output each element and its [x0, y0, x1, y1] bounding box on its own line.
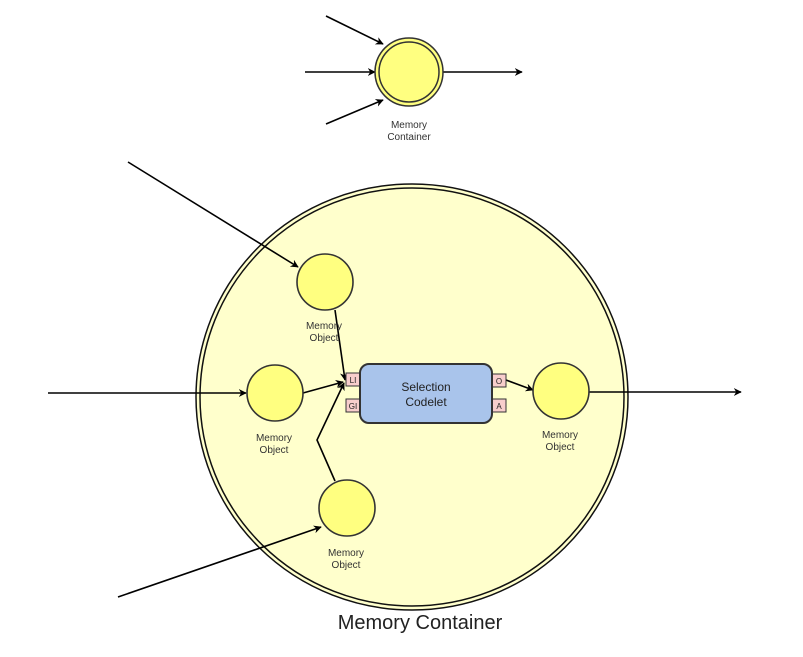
memory-object: Memory Object — [296, 253, 354, 344]
edge-object1-to-li — [334, 309, 348, 381]
memory-object-label: Object — [546, 442, 575, 453]
memory-object: Memory Object — [532, 362, 590, 453]
port-a-label: A — [496, 402, 502, 411]
edge-o-to-object4 — [505, 379, 534, 392]
container-inner-ring — [378, 41, 440, 103]
codelet-label: Codelet — [405, 395, 447, 409]
input-arrow — [325, 99, 384, 125]
edge-object3-to-li — [316, 382, 345, 482]
memory-object-label: Object — [260, 445, 289, 456]
memory-object: Memory Object — [246, 364, 304, 456]
memory-object-label: Memory — [542, 430, 578, 441]
memory-object-circle — [296, 253, 354, 311]
memory-object-label: Memory — [328, 548, 364, 559]
port-o-label: O — [496, 377, 502, 386]
input-arrow — [325, 15, 384, 45]
container-caption: Memory Container — [338, 612, 503, 634]
selection-codelet: LI GI O A Selection Codelet — [345, 363, 507, 424]
port-li-label: LI — [350, 376, 357, 385]
memory-object-label: Object — [310, 333, 339, 344]
memory-object: Memory Object — [318, 479, 376, 571]
memory-object-label: Memory — [306, 321, 342, 332]
symbol-label-line1: Memory — [391, 120, 427, 131]
memory-object-label: Memory — [256, 433, 292, 444]
port-gi-label: GI — [349, 402, 357, 411]
memory-object-circle — [532, 362, 590, 420]
input-arrow-top — [127, 161, 299, 268]
memory-object-label: Object — [332, 560, 361, 571]
memory-object-circle — [318, 479, 376, 537]
edge-object2-to-li — [302, 380, 344, 394]
memory-container-symbol: Memory Container — [305, 15, 523, 143]
symbol-label-line2: Container — [387, 132, 431, 143]
codelet-box — [359, 363, 493, 424]
input-arrow-bottom — [117, 525, 322, 598]
memory-object-circle — [246, 364, 304, 422]
codelet-label: Selection — [401, 380, 450, 394]
